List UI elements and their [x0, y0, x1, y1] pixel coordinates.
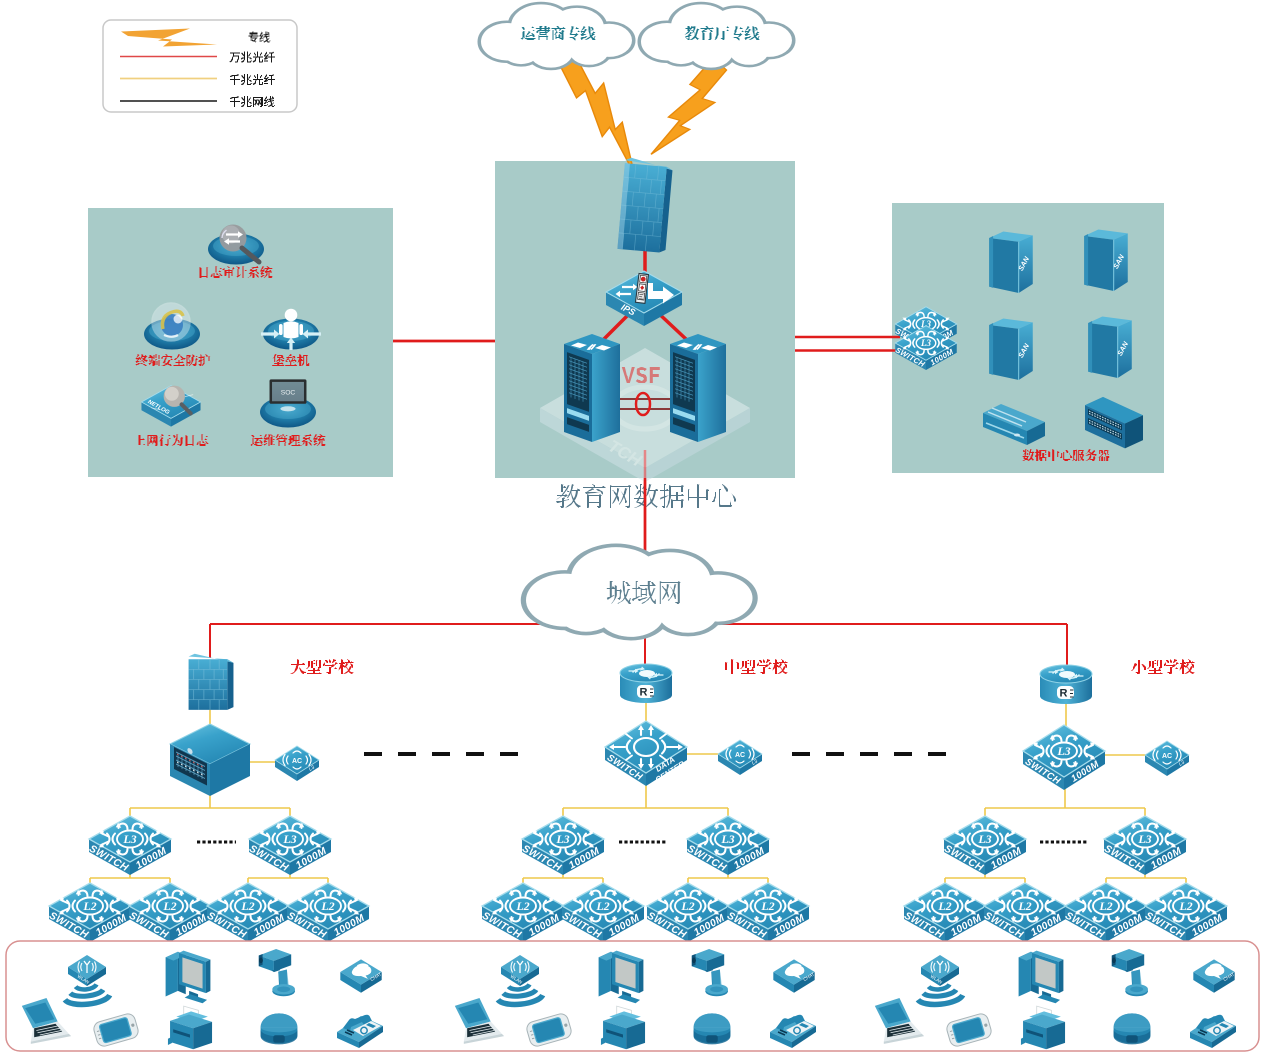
svg-text:SOC: SOC [281, 390, 296, 397]
